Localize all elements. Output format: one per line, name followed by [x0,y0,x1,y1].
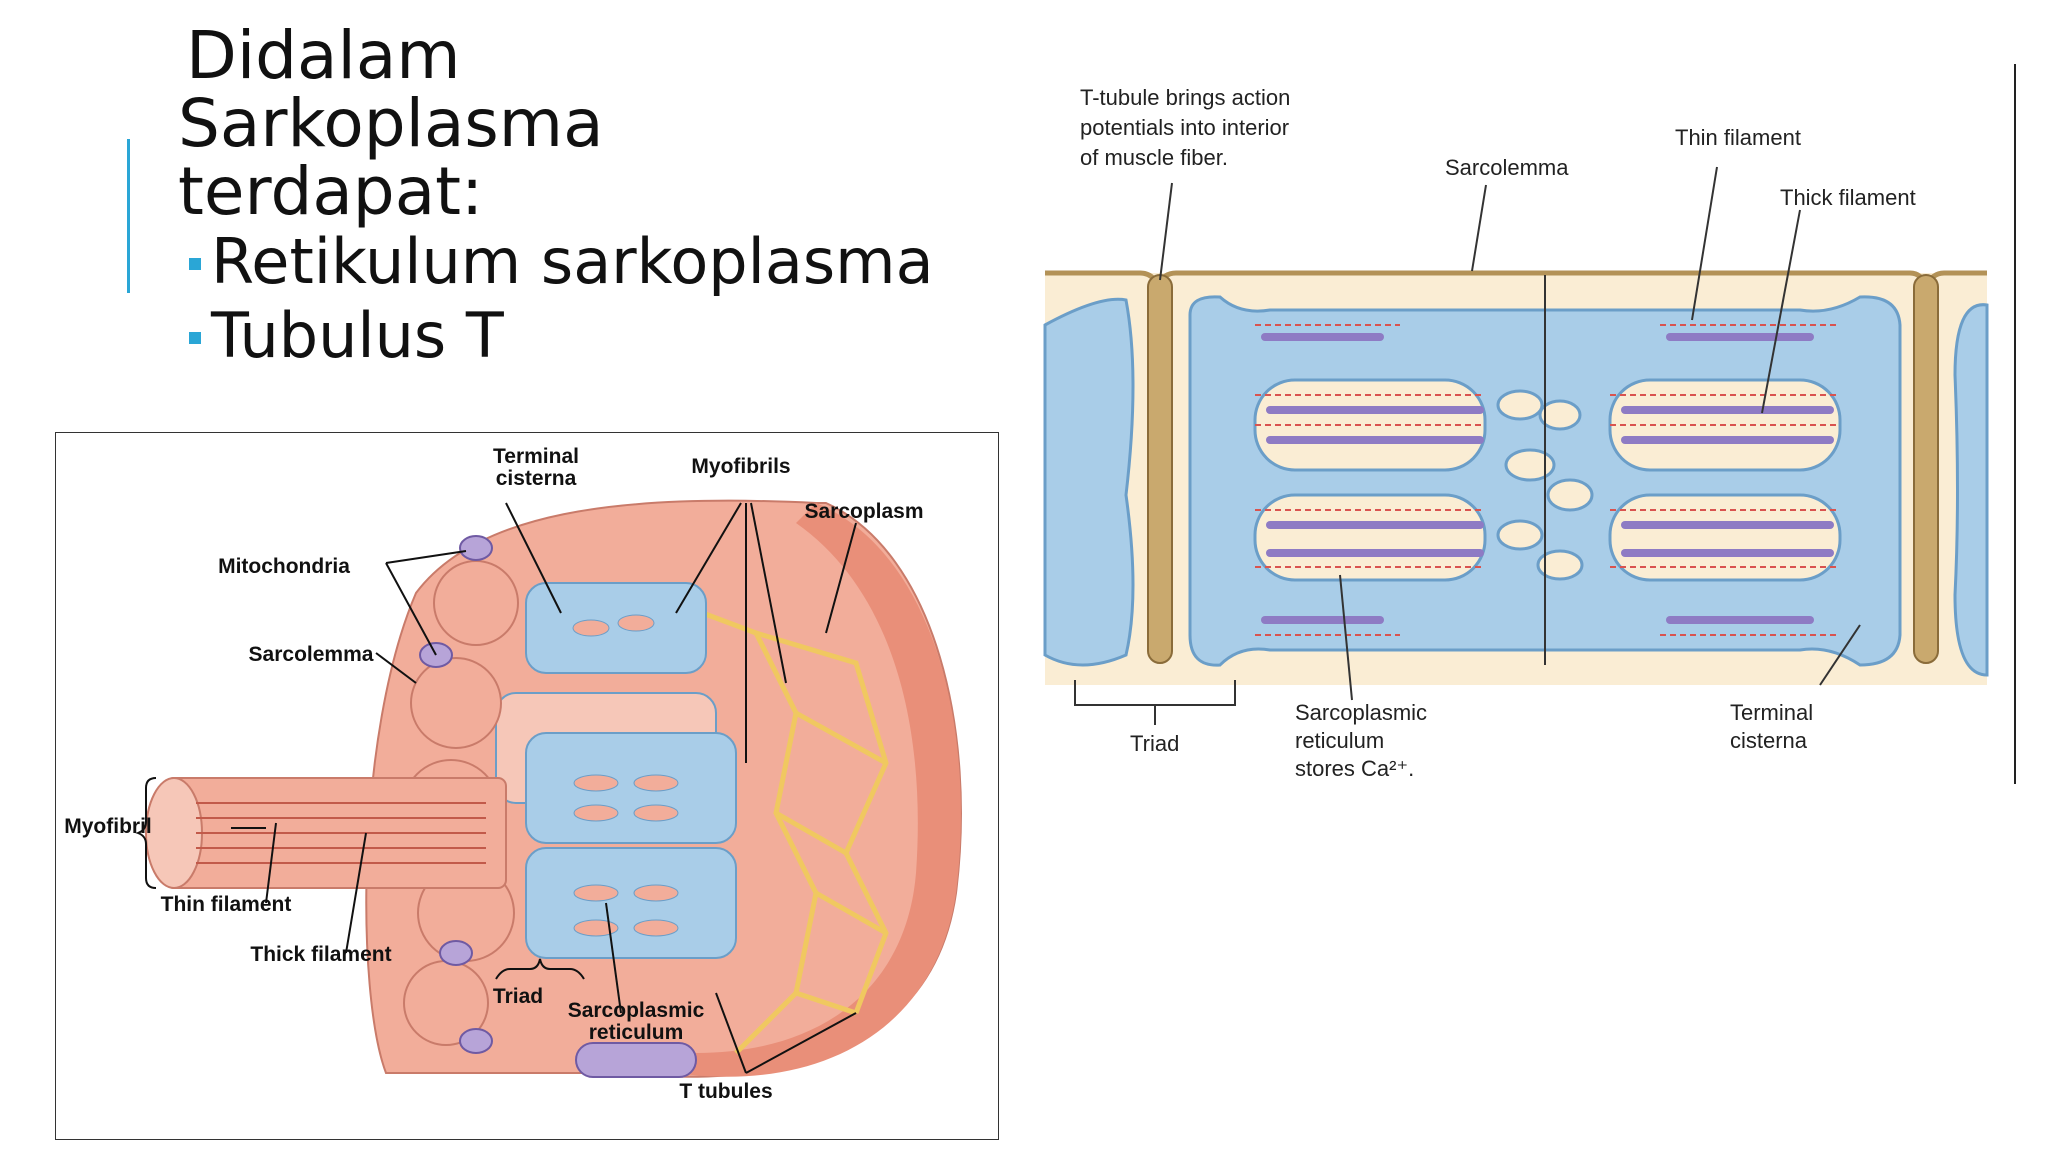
label-sr-note: stores Ca²⁺. [1295,756,1414,781]
label-sarcolemma: Sarcolemma [249,643,374,666]
sarcomere-illustration: T-tubule brings action potentials into i… [1043,85,1989,781]
title-line-1: Didalam [186,17,461,94]
figure-muscle-fiber-3d: Terminal cisterna Myofibrils Sarcoplasm … [55,432,999,1140]
label-terminal-cisterna: cisterna [1730,728,1808,753]
label-sarcoplasmic-reticulum: Sarcoplasmic [568,999,705,1022]
label-sr-note: Sarcoplasmic [1295,700,1427,725]
label-terminal-cisterna: cisterna [496,467,577,490]
label-thick-filament: Thick filament [250,943,391,966]
label-terminal-cisterna: Terminal [1730,700,1813,725]
label-t-tubule-note: T-tubule brings action [1080,85,1290,110]
title-line-3: terdapat: [178,153,484,230]
label-sr-note: reticulum [1295,728,1384,753]
title-line-2: Sarkoplasma [178,85,604,162]
bullet-item: Retikulum sarkoplasma [185,231,965,293]
bullet-list: Retikulum sarkoplasma Tubulus T [185,231,965,380]
label-sarcolemma: Sarcolemma [1445,155,1569,180]
label-thick-filament: Thick filament [1780,185,1916,210]
label-t-tubules: T tubules [679,1080,772,1103]
label-t-tubule-note: of muscle fiber. [1080,145,1228,170]
right-divider [2014,64,2016,784]
label-thin-filament: Thin filament [161,893,292,916]
label-sarcoplasm: Sarcoplasm [804,500,923,523]
label-myofibrils: Myofibrils [691,455,790,478]
label-triad: Triad [1130,731,1179,756]
label-terminal-cisterna: Terminal [493,445,579,468]
label-triad: Triad [493,985,543,1008]
slide-title: Didalam Sarkoplasma terdapat: [178,22,938,226]
label-myofibril: Myofibril [64,815,152,838]
figure-longitudinal-section: T-tubule brings action potentials into i… [1040,75,2000,795]
label-sarcoplasmic-reticulum: reticulum [589,1021,684,1044]
label-t-tubule-note: potentials into interior [1080,115,1289,140]
label-thin-filament: Thin filament [1675,125,1801,150]
accent-bar [127,139,130,293]
muscle-fiber-illustration: Terminal cisterna Myofibrils Sarcoplasm … [64,445,962,1103]
label-mitochondria: Mitochondria [218,555,350,578]
bullet-item: Tubulus T [185,305,965,367]
